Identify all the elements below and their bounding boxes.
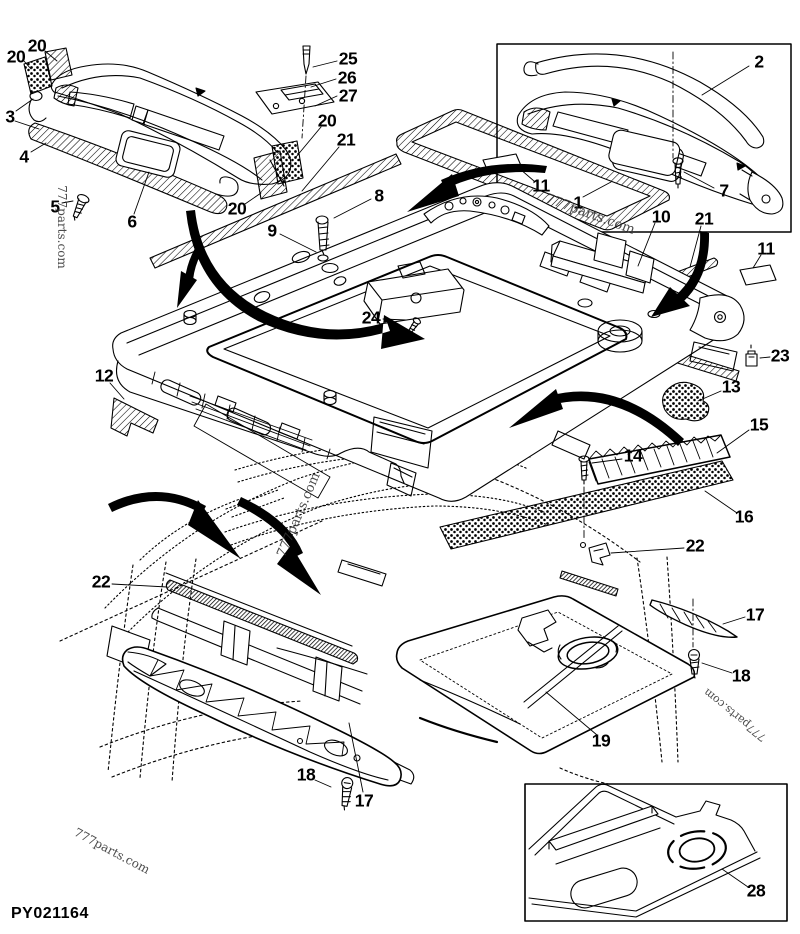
part-callout: 11	[532, 175, 550, 196]
retainer-strip-22	[165, 579, 359, 665]
part-callout: 20	[317, 110, 337, 131]
insulator-pad-16	[439, 460, 734, 550]
part-callout: 18	[296, 764, 316, 785]
roof-panel-19	[395, 595, 696, 755]
leader-lines	[14, 50, 771, 888]
part-callout: 28	[746, 880, 766, 901]
top-left-header-assembly	[23, 45, 335, 221]
screw-8	[315, 215, 330, 256]
part-callout: 22	[91, 571, 111, 592]
part-callout: 16	[734, 506, 754, 527]
screw-7	[672, 157, 684, 189]
part-callout: 26	[337, 67, 357, 88]
sunroof-frame	[110, 182, 758, 502]
screw-24	[407, 317, 421, 335]
front-header-assembly	[106, 542, 738, 811]
seal-blade-17-right	[649, 599, 738, 638]
screw-5	[72, 194, 90, 221]
speaker-ring	[557, 636, 619, 670]
part-callout: 17	[354, 790, 374, 811]
part-callout: 27	[338, 85, 358, 106]
clamp-ring-28	[667, 830, 727, 870]
part-callout: 11	[757, 238, 775, 259]
bracket-26	[280, 83, 324, 101]
part-callout: 25	[338, 48, 358, 69]
clip-22-right	[588, 542, 611, 566]
part-callout: 20	[227, 198, 247, 219]
part-callout: 17	[745, 604, 765, 625]
arrow-insulator	[509, 389, 684, 446]
assembly-arrows	[108, 163, 710, 595]
part-callout: 6	[127, 211, 137, 232]
part-callout: 7	[719, 180, 729, 201]
part-callout: 9	[267, 220, 277, 241]
nut-9	[317, 254, 329, 262]
foam-block-20	[44, 47, 73, 81]
part-callout: 3	[5, 106, 15, 127]
screw-18-left	[341, 777, 354, 811]
deck-boss	[183, 309, 197, 326]
clip-23	[745, 344, 758, 367]
part-callout: 2	[754, 51, 764, 72]
deck-boss	[323, 389, 337, 406]
motor-boss	[597, 319, 643, 353]
arrow-sweep-right	[186, 210, 425, 349]
inset-box-detail-28	[524, 783, 788, 922]
part-callout: 5	[50, 196, 60, 217]
side-seal-12	[110, 397, 159, 437]
arrow-into-frame-right	[651, 231, 710, 317]
part-callout: 20	[6, 46, 26, 67]
arrow-to-header-2	[237, 497, 321, 595]
part-callout: 8	[374, 185, 384, 206]
arrow-down-left	[407, 163, 547, 212]
part-callout: 24	[361, 307, 381, 328]
foam-block-20	[271, 140, 304, 185]
part-callout: 4	[19, 146, 29, 167]
watermark-text: 777parts.com	[55, 185, 69, 269]
drawing-number: PY021164	[11, 905, 89, 922]
screw-18-right	[687, 648, 701, 679]
foam-block-20	[23, 56, 53, 95]
part-callout: 23	[770, 345, 790, 366]
inner-door-6	[115, 130, 181, 178]
roof-opening-seal-1	[396, 108, 670, 231]
foam-bracket-13	[662, 381, 710, 422]
part-callout: 14	[623, 445, 643, 466]
clip-3	[28, 90, 47, 123]
plate-27	[255, 81, 335, 115]
part-callout: 18	[731, 665, 751, 686]
part-callout: 15	[749, 414, 769, 435]
part-callout: 22	[685, 535, 705, 556]
front-header-panel-17	[121, 646, 402, 787]
part-callout: 10	[651, 206, 671, 227]
molding-10	[550, 232, 655, 294]
adhesive-pad-11-right	[739, 264, 777, 286]
arrow-down	[177, 243, 205, 308]
part-callout: 21	[694, 208, 714, 229]
arrow-to-header-1	[108, 491, 241, 559]
seal-strip-21-left	[149, 153, 402, 269]
part-callout: 21	[336, 129, 356, 150]
roof-rear-rail-strip	[559, 570, 619, 597]
part-callout: 12	[94, 365, 114, 386]
insulator-parts	[439, 381, 734, 550]
part-callout: 13	[721, 376, 741, 397]
part-callout: 19	[591, 730, 611, 751]
screw-14	[578, 455, 590, 485]
part-callout: 20	[27, 35, 47, 56]
part-callout: 1	[573, 192, 583, 213]
pin-25	[302, 45, 311, 75]
inset-box-detail-2	[496, 43, 792, 233]
